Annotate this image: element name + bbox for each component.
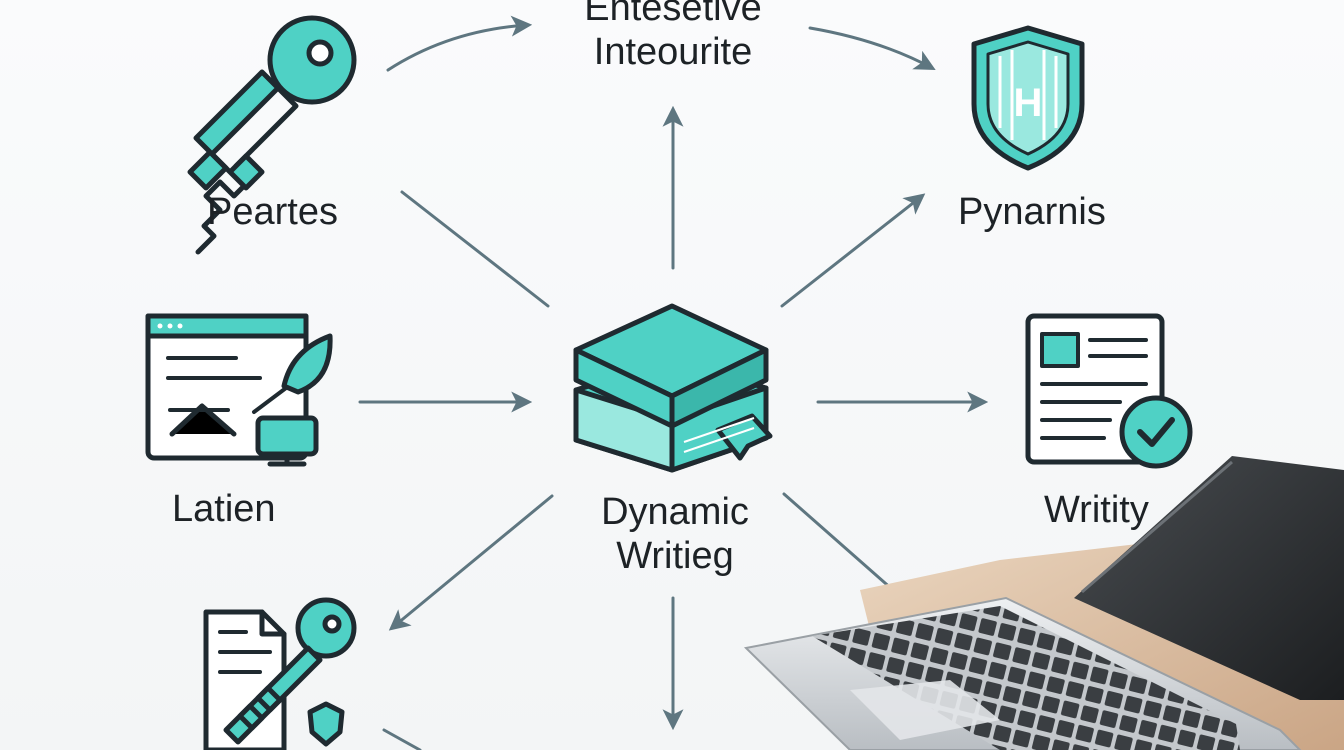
arrow-topleft-to-top — [386, 15, 533, 72]
node-center-line-2: Writieg — [616, 535, 734, 577]
svg-text:H: H — [1014, 81, 1043, 125]
node-top-right-label: Pynarnis — [958, 191, 1106, 233]
node-center-label: Dynamic Writieg — [580, 490, 770, 578]
arrow-topleft-to-center — [400, 190, 550, 308]
arrow-bottomleft-partial — [382, 728, 422, 750]
arrow-center-to-topright — [780, 193, 926, 308]
node-right-label: Writity — [1044, 489, 1149, 531]
node-top-line-2: Inteourite — [593, 31, 753, 73]
node-top-label: Entesetive Inteourite — [560, 0, 786, 74]
node-top-line-1: Entesetive — [584, 0, 762, 29]
node-left-label: Latien — [172, 488, 276, 530]
node-center-line-1: Dynamic — [601, 491, 749, 533]
arrow-top-to-topright — [808, 26, 936, 70]
node-top-left-label: Peartes — [207, 191, 338, 233]
arrow-center-to-bottomleft — [388, 494, 554, 631]
